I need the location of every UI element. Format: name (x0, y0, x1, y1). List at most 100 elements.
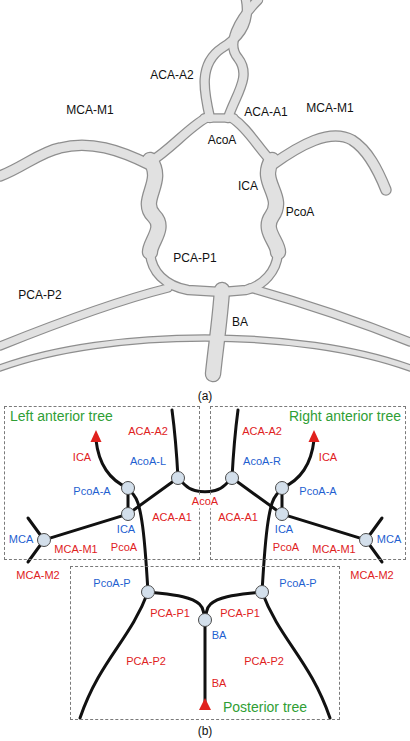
segment-line (172, 410, 178, 478)
junction-node: PcoA-P (141, 585, 155, 599)
vessel (250, 288, 410, 342)
vessel (0, 145, 150, 176)
junction-node: ICA (275, 507, 289, 521)
vessel (213, 290, 222, 374)
segment-label: ACA-A1 (217, 511, 259, 524)
vessel-segment (281, 495, 284, 507)
segment-label: MCA-M2 (350, 569, 393, 582)
vessel (150, 118, 206, 162)
free-segments (28, 410, 382, 718)
vessel (0, 338, 410, 368)
segment-label: PcoA (110, 541, 138, 554)
junction-label: PcoA-A (299, 485, 336, 498)
tree-heading: Right anterior tree (289, 408, 401, 425)
junction-label: AcoA-L (130, 455, 166, 468)
junction-label: PcoA-A (73, 485, 110, 498)
vessel-outlines (0, 0, 410, 374)
segment-line (262, 592, 330, 718)
segment-label: MCA-M2 (16, 569, 59, 582)
segment-line (96, 440, 128, 488)
vessel (272, 136, 386, 190)
segment-label: BA (212, 677, 227, 690)
vessel (232, 118, 272, 162)
segment-label: MCA-M1 (311, 543, 356, 556)
segment-label: PCA-P2 (244, 655, 284, 668)
vessel (149, 160, 159, 252)
vessel-label: MCA-M1 (66, 103, 113, 117)
junction-label: BA (212, 629, 227, 642)
junction-label: MCA (9, 533, 33, 546)
segment-label: PCA-P1 (149, 607, 191, 620)
vessel (268, 160, 278, 252)
vessel-label: ACA-A2 (150, 68, 193, 82)
junction-label: PcoA-P (93, 577, 130, 590)
segment-label: MCA-M1 (53, 543, 98, 556)
vessel (222, 250, 278, 292)
segment-label: ACA-A2 (128, 425, 168, 438)
vessel (228, 0, 258, 118)
flow-arrowhead (309, 430, 320, 442)
vessel-label: MCA-M1 (306, 101, 353, 115)
segment-line (282, 440, 314, 488)
vessel (213, 290, 222, 374)
vessel-label: PCA-P1 (173, 251, 216, 265)
junction-node: PcoA-A (121, 481, 135, 495)
vessel (232, 118, 272, 162)
segment-label: AcoA (191, 495, 219, 508)
segment-label: ACA-A2 (242, 425, 282, 438)
flow-arrows (91, 430, 320, 710)
vessel-segment (289, 516, 360, 538)
vessel (228, 0, 258, 118)
segment-label: ICA (73, 451, 91, 464)
vessel (149, 160, 159, 252)
junction-node: PcoA-P (255, 585, 269, 599)
vessel (0, 145, 150, 176)
segment-label: PCA-P2 (126, 655, 166, 668)
segment-label: PcoA (272, 541, 300, 554)
vessel-label: PCA-P2 (18, 288, 61, 302)
vessel (150, 250, 222, 292)
vessel (0, 338, 410, 368)
tree-region: Left anterior treeAcoA-L PcoA-A ICA MCA (4, 406, 200, 560)
vessel-segment (127, 495, 130, 507)
segment-line (80, 592, 148, 718)
segment-label: ACA-A1 (151, 511, 193, 524)
tree-heading: Left anterior tree (10, 408, 113, 425)
segment-line (232, 410, 238, 478)
junction-label: MCA (377, 533, 401, 546)
junction-label: ICA (117, 523, 135, 536)
junction-node: BA (198, 613, 212, 627)
vessel (0, 288, 168, 346)
panel-label: (a) (198, 389, 213, 403)
junction-node: ICA (121, 507, 135, 521)
vessel-segment (51, 516, 122, 538)
vessel (150, 250, 222, 292)
junction-label: AcoA-R (243, 455, 281, 468)
junction-node: PcoA-A (275, 481, 289, 495)
vessel-segment (183, 483, 227, 492)
junction-label: ICA (275, 523, 293, 536)
vessel-label: ICA (238, 179, 258, 193)
flow-arrowhead (199, 698, 211, 710)
junction-node: MCA (37, 533, 51, 547)
vessel-label: AcoA (208, 133, 237, 147)
vessel-label: ACA-A1 (244, 105, 287, 119)
vessel (250, 288, 410, 342)
vessel-bodies (0, 0, 410, 374)
vessel (272, 136, 386, 190)
panel-label: (b) (198, 724, 213, 738)
vessel-segment (132, 493, 147, 585)
segment-label: ICA (319, 451, 337, 464)
tree-region: Right anterior treeAcoA-R PcoA-A ICA MCA (210, 406, 406, 560)
junction-node: AcoA-R (225, 471, 239, 485)
junction-node: MCA (359, 533, 373, 547)
junction-node: AcoA-L (171, 471, 185, 485)
tree-region: Posterior tree PcoA-P BA PcoA-P (70, 566, 340, 720)
segment-line (204, 620, 207, 708)
tree-heading: Posterior tree (223, 699, 307, 716)
vessel (0, 288, 168, 346)
vessel-segment (262, 493, 277, 585)
vessel-label: PcoA (286, 205, 315, 219)
vessel (222, 250, 278, 292)
